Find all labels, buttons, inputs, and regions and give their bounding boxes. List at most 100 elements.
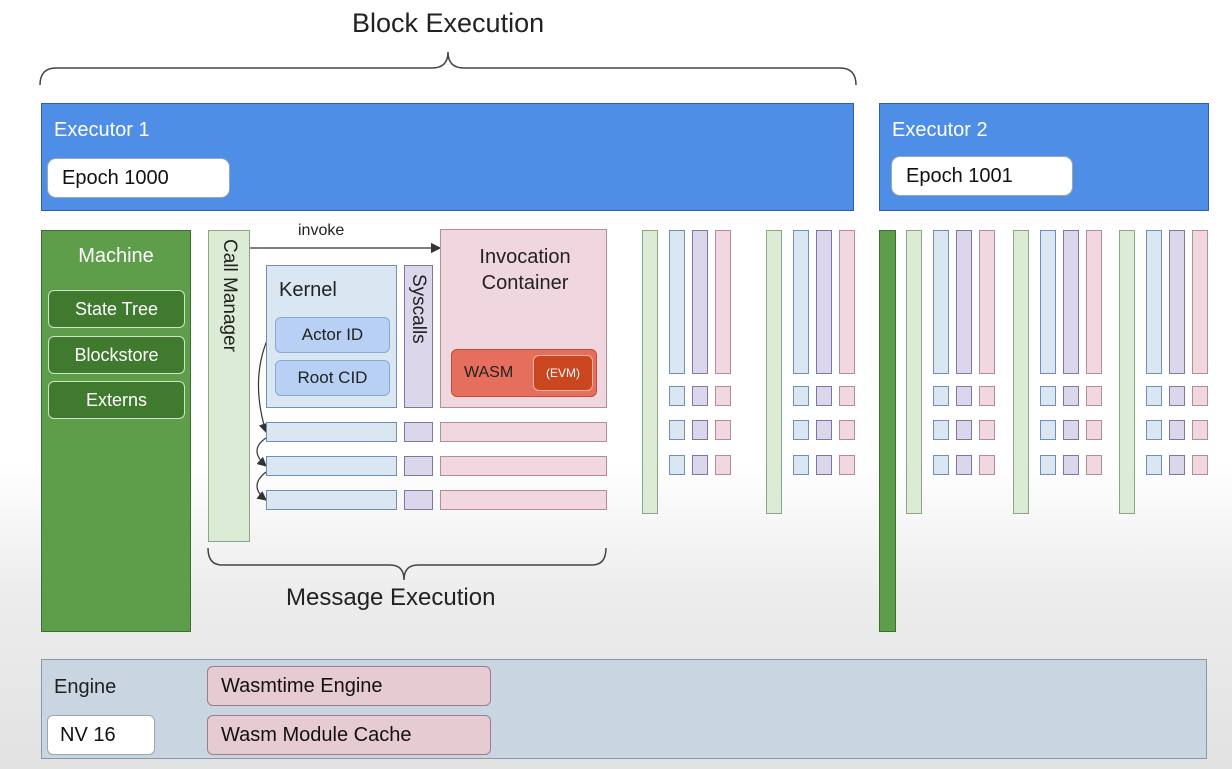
mini-syscalls-row — [816, 420, 832, 440]
engine-panel: Engine NV 16 Wasmtime Engine Wasm Module… — [41, 659, 1207, 759]
syscalls-column: Syscalls — [404, 265, 433, 408]
executor-1-epoch: Epoch 1000 — [47, 158, 230, 198]
mini-syscalls — [956, 230, 972, 374]
machine-panel: Machine State Tree Blockstore Externs — [41, 230, 191, 632]
message-row-kernel — [266, 422, 397, 442]
kernel-panel: Kernel Actor ID Root CID — [266, 265, 397, 408]
message-row-invocation — [440, 456, 607, 476]
executor-2-label: Executor 2 — [892, 119, 988, 141]
wasm-box: WASM (EVM) — [451, 349, 597, 397]
mini-kernel — [793, 230, 809, 374]
call-arrow-2 — [256, 437, 267, 467]
mini-invocation-row — [839, 386, 855, 406]
mini-syscalls-row — [1063, 386, 1079, 406]
mini-syscalls-row — [1169, 420, 1185, 440]
invocation-container-label: Invocation Container — [479, 246, 571, 294]
mini-syscalls-row — [956, 455, 972, 475]
mini-kernel — [669, 230, 685, 374]
state-tree-button: State Tree — [48, 290, 185, 328]
block-execution-brace — [39, 51, 857, 86]
mini-kernel-row — [669, 386, 685, 406]
call-manager-column: Call Manager — [208, 230, 250, 542]
mini-kernel-row — [933, 455, 949, 475]
mini-kernel — [1040, 230, 1056, 374]
message-row-invocation — [440, 422, 607, 442]
mini-syscalls-row — [1169, 386, 1185, 406]
mini-invocation-row — [1086, 455, 1102, 475]
mini-kernel-row — [793, 386, 809, 406]
executor-1-bar: Executor 1 Epoch 1000 — [41, 103, 854, 211]
mini-syscalls — [816, 230, 832, 374]
call-arrow-1 — [257, 337, 269, 434]
mini-kernel-row — [793, 420, 809, 440]
executor-2-machine-column — [879, 230, 896, 632]
mini-invocation-row — [715, 386, 731, 406]
mini-invocation-row — [979, 455, 995, 475]
mini-kernel-row — [1146, 386, 1162, 406]
mini-kernel-row — [669, 420, 685, 440]
mini-invocation — [1086, 230, 1102, 374]
invoke-label: invoke — [298, 222, 345, 239]
mini-kernel-row — [1040, 420, 1056, 440]
call-arrow-3 — [256, 471, 267, 501]
mini-invocation-row — [979, 420, 995, 440]
mini-syscalls-row — [816, 386, 832, 406]
mini-kernel-row — [1040, 455, 1056, 475]
mini-invocation-row — [1192, 386, 1208, 406]
root-cid-box: Root CID — [275, 360, 390, 396]
executor-2-bar: Executor 2 Epoch 1001 — [879, 103, 1209, 211]
mini-invocation-row — [1192, 455, 1208, 475]
mini-invocation-row — [1086, 420, 1102, 440]
externs-button: Externs — [48, 381, 185, 419]
message-row-syscalls — [404, 422, 433, 442]
message-row-invocation — [440, 490, 607, 510]
mini-call-manager — [766, 230, 782, 514]
mini-syscalls — [1063, 230, 1079, 374]
evm-box: (EVM) — [533, 355, 593, 391]
mini-syscalls-row — [1063, 455, 1079, 475]
message-execution-brace — [207, 547, 607, 581]
mini-invocation — [979, 230, 995, 374]
mini-syscalls-row — [1063, 420, 1079, 440]
mini-invocation — [1192, 230, 1208, 374]
wasm-module-cache-box: Wasm Module Cache — [207, 715, 491, 755]
mini-syscalls-row — [692, 386, 708, 406]
mini-invocation-row — [1192, 420, 1208, 440]
actor-id-box: Actor ID — [275, 317, 390, 353]
mini-syscalls-row — [692, 420, 708, 440]
mini-invocation — [839, 230, 855, 374]
mini-syscalls-row — [692, 455, 708, 475]
invocation-container-panel: Invocation Container WASM (EVM) — [440, 229, 607, 408]
block-execution-title: Block Execution — [352, 8, 545, 38]
executor-2-epoch: Epoch 1001 — [891, 156, 1073, 196]
mini-invocation-row — [839, 420, 855, 440]
mini-kernel-row — [1146, 455, 1162, 475]
mini-kernel-row — [669, 455, 685, 475]
message-row-kernel — [266, 456, 397, 476]
mini-syscalls — [692, 230, 708, 374]
mini-kernel-row — [1040, 386, 1056, 406]
mini-invocation-row — [715, 455, 731, 475]
mini-call-manager — [906, 230, 922, 514]
mini-invocation-row — [715, 420, 731, 440]
mini-call-manager — [1119, 230, 1135, 514]
mini-syscalls-row — [956, 386, 972, 406]
wasmtime-engine-box: Wasmtime Engine — [207, 666, 491, 706]
mini-syscalls-row — [956, 420, 972, 440]
executor-1-label: Executor 1 — [54, 119, 150, 141]
mini-kernel-row — [793, 455, 809, 475]
mini-kernel-row — [933, 420, 949, 440]
message-row-syscalls — [404, 490, 433, 510]
blockstore-button: Blockstore — [48, 336, 185, 374]
mini-invocation-row — [839, 455, 855, 475]
mini-syscalls-row — [816, 455, 832, 475]
nv-version-box: NV 16 — [47, 715, 155, 755]
mini-call-manager — [1013, 230, 1029, 514]
mini-invocation-row — [1086, 386, 1102, 406]
engine-label: Engine — [54, 676, 117, 698]
wasm-label: WASM — [464, 364, 514, 381]
mini-call-manager — [642, 230, 658, 514]
message-row-syscalls — [404, 456, 433, 476]
mini-kernel-row — [1146, 420, 1162, 440]
